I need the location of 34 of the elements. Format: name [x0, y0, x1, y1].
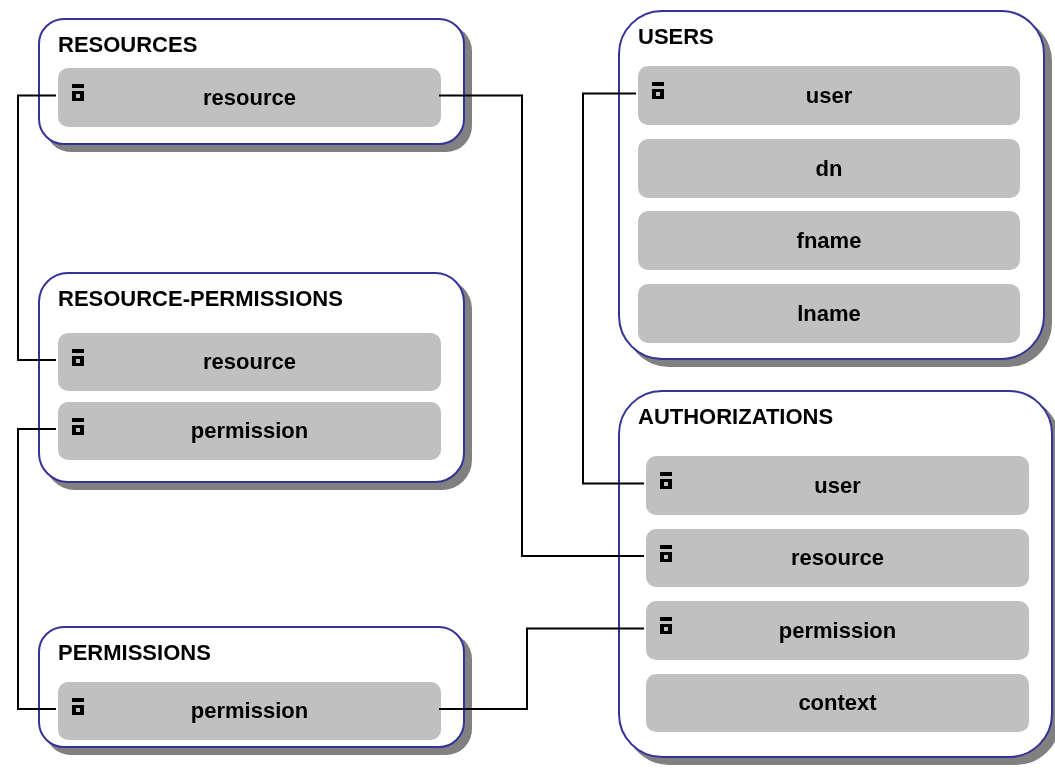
connector-line — [17, 94, 57, 361]
field-name: resource — [791, 547, 884, 569]
field-row — [638, 211, 1020, 270]
connector-line — [17, 428, 57, 710]
field-name: dn — [815, 157, 843, 180]
field-name: fname — [796, 229, 862, 252]
field-name: lname — [797, 302, 861, 325]
field-name: resource — [203, 351, 296, 373]
connector-line — [582, 92, 645, 485]
field-name: context — [798, 692, 877, 714]
field-name: permission — [778, 619, 897, 642]
field-name: resource — [203, 86, 296, 109]
field-row — [58, 333, 441, 391]
field-name: permission — [190, 420, 309, 442]
field-row — [646, 601, 1029, 660]
field-row — [638, 139, 1020, 198]
field-row — [646, 529, 1029, 587]
table-title: USERS — [638, 26, 714, 48]
field-row — [646, 456, 1029, 515]
field-name: permission — [190, 700, 309, 722]
field-name: user — [805, 84, 853, 107]
field-row — [58, 402, 441, 460]
table-title: AUTHORIZATIONS — [638, 406, 834, 428]
table-title: RESOURCES — [58, 34, 198, 56]
connector-line — [438, 627, 645, 710]
table-title: RESOURCE-PERMISSIONS — [58, 288, 343, 310]
field-row — [58, 682, 441, 740]
field-row — [638, 66, 1020, 125]
field-name: user — [814, 474, 861, 497]
connector-line — [438, 94, 645, 557]
field-row — [638, 284, 1020, 343]
field-row — [58, 68, 441, 127]
field-row — [646, 674, 1029, 732]
table-title: PERMISSIONS — [58, 642, 211, 664]
